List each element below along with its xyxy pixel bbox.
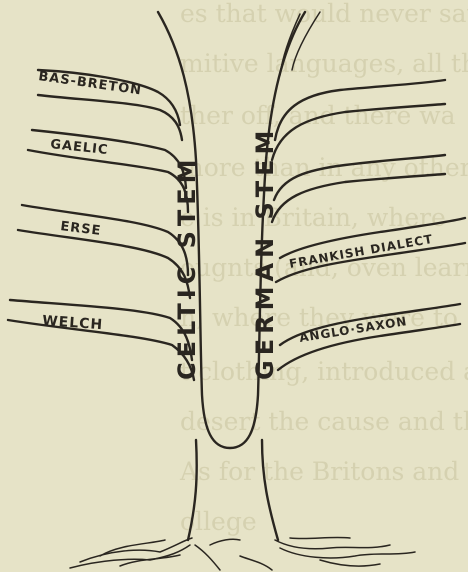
stem-label-german: GERMAN STEM xyxy=(251,126,279,380)
branch-label-welch: WELCH xyxy=(42,313,104,333)
roots xyxy=(70,537,415,570)
stem-label-celtic: CELTIC STEM xyxy=(173,154,201,380)
background-bleed-text: es that would never satis mitive languag… xyxy=(179,0,468,536)
bleed-line: desert the cause and the xyxy=(180,407,468,436)
bleed-line: mitive languages, all th xyxy=(180,49,468,78)
bleed-line: As for the Britons and a xyxy=(179,457,468,486)
bleed-line: es that would never satis xyxy=(180,0,468,28)
branch-label-bas-breton: BAS-BRETON xyxy=(37,69,142,98)
bleed-line: t clothing, introduced at xyxy=(180,357,468,386)
